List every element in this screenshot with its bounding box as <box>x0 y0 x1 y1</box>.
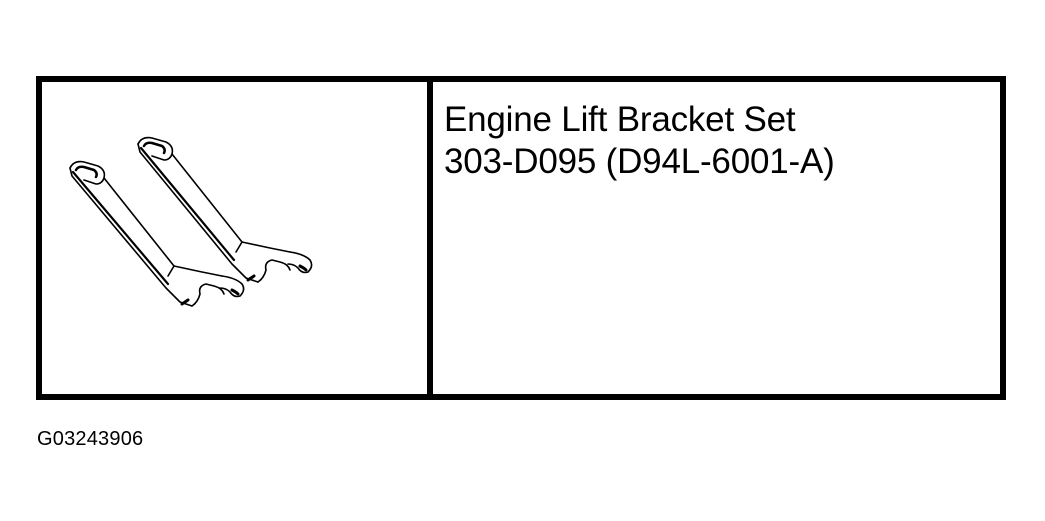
front-bracket <box>69 160 245 307</box>
tool-illustration-cell <box>42 82 433 394</box>
tool-name: Engine Lift Bracket Set <box>444 100 796 139</box>
tool-number: 303-D095 (D94L-6001-A) <box>444 142 835 181</box>
tool-description-cell: Engine Lift Bracket Set 303-D095 (D94L-6… <box>433 82 1000 394</box>
figure-id: G03243906 <box>37 428 144 450</box>
rear-bracket <box>137 136 313 283</box>
engine-lift-bracket-icon <box>69 136 313 307</box>
tool-table: Engine Lift Bracket Set 303-D095 (D94L-6… <box>36 76 1006 400</box>
